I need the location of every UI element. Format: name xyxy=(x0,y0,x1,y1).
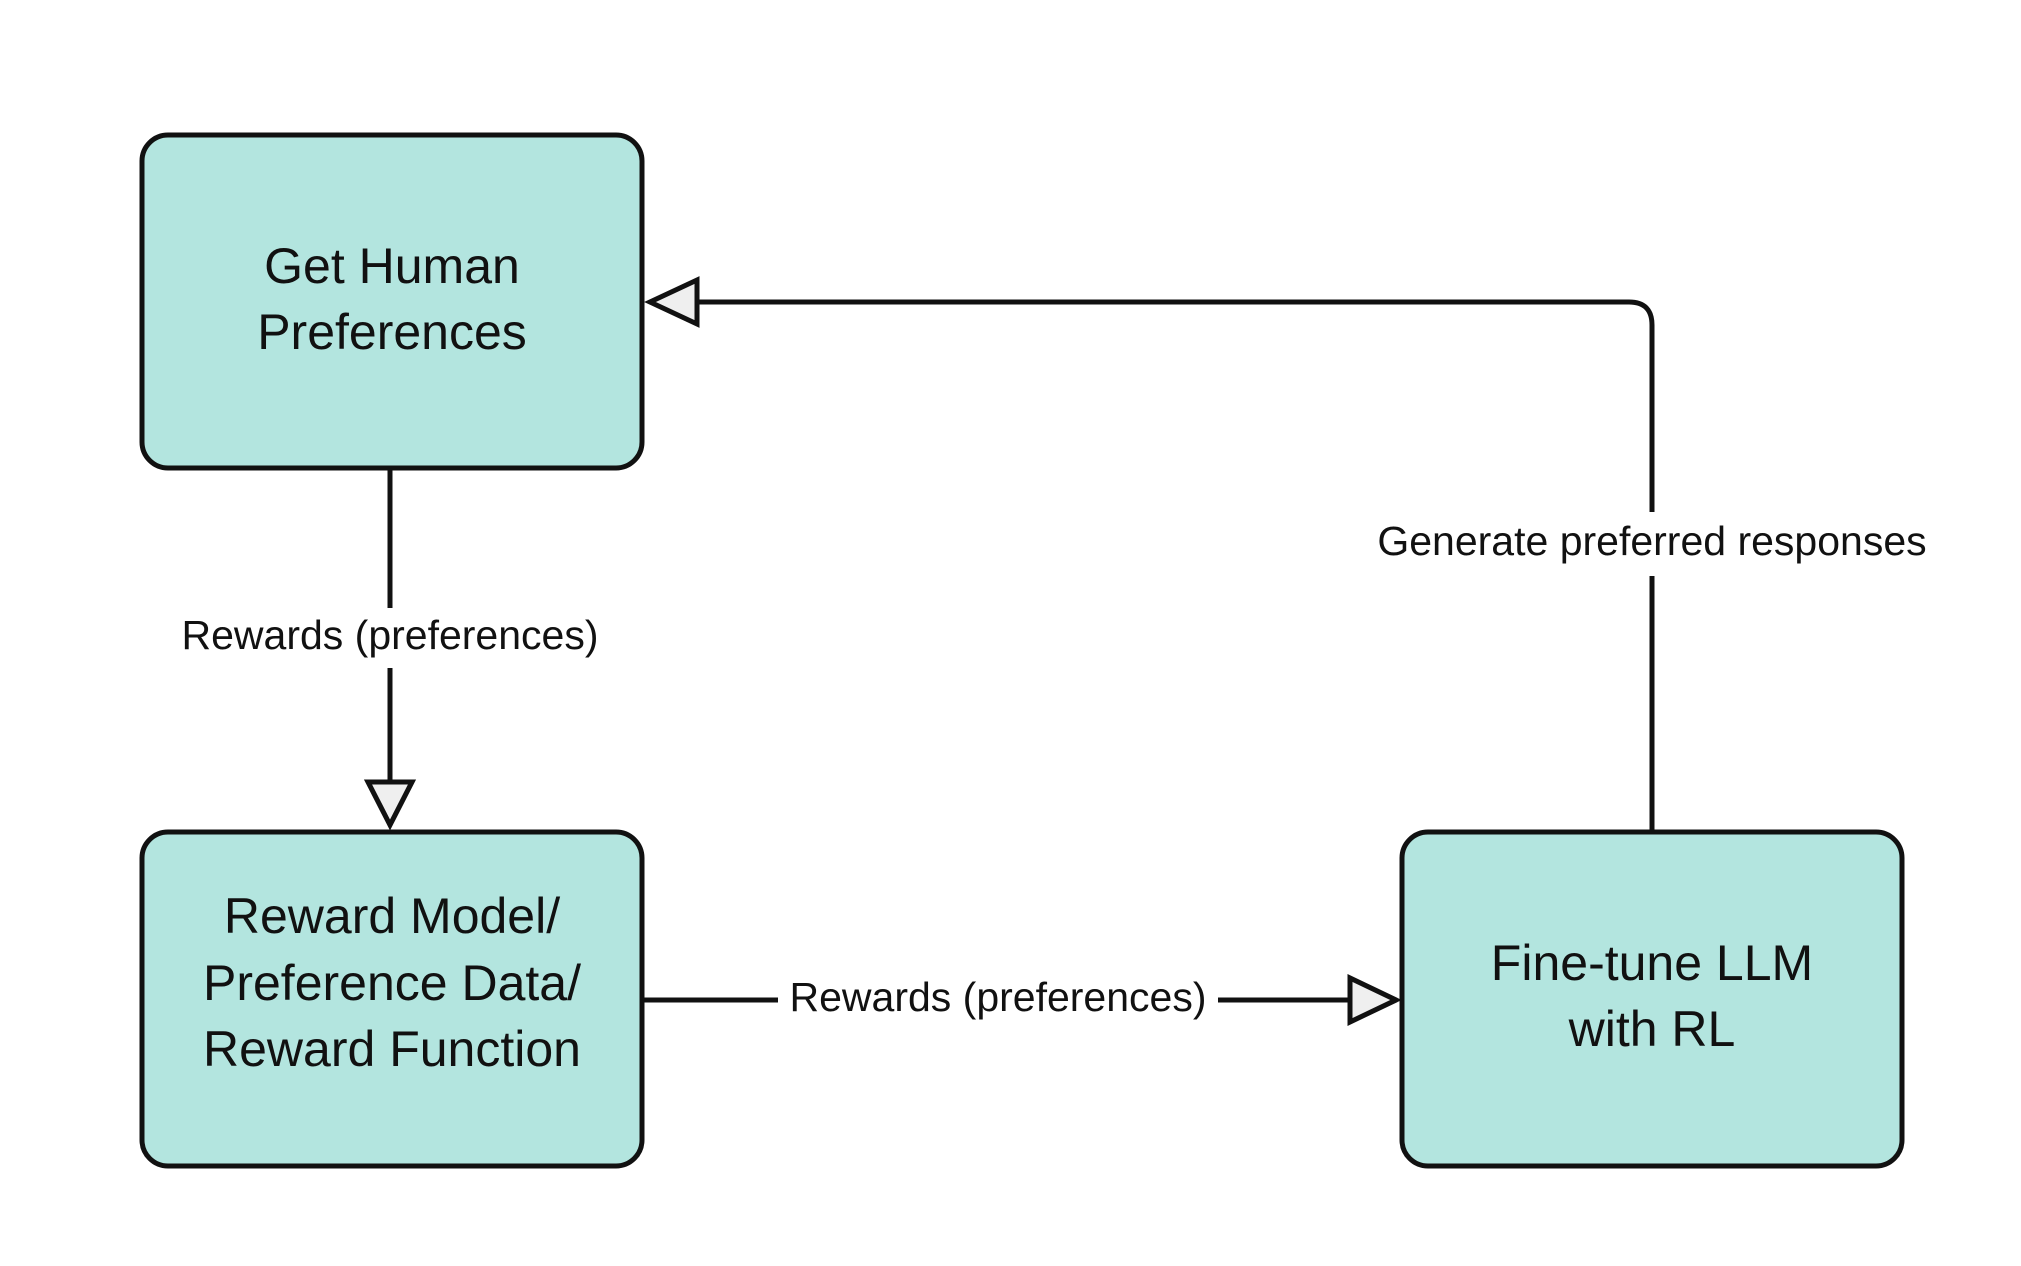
node-fine-tune-llm-box xyxy=(1399,829,1905,1169)
node-get-human-preferences-box xyxy=(139,132,645,471)
arrow-down-head xyxy=(363,779,417,831)
edge-finetune-to-human-line xyxy=(697,299,1655,832)
node-reward-model-line-1: Reward Model/ xyxy=(224,888,560,944)
edge-human-to-reward-label: Rewards (preferences) xyxy=(182,612,599,658)
node-fine-tune-llm-line-2: with RL xyxy=(1568,1001,1736,1057)
edge-finetune-to-human-label-bg xyxy=(1360,512,1944,576)
edge-finetune-to-human-label: Generate preferred responses xyxy=(1377,518,1926,564)
edge-reward-to-finetune-label-bg xyxy=(778,970,1218,1030)
node-reward-model[interactable]: Reward Model/ Preference Data/ Reward Fu… xyxy=(139,829,645,1169)
node-fine-tune-llm[interactable]: Fine-tune LLM with RL xyxy=(1399,829,1905,1169)
node-get-human-preferences-line-1: Get Human xyxy=(264,238,520,294)
node-get-human-preferences[interactable]: Get Human Preferences xyxy=(139,132,645,471)
node-reward-model-box xyxy=(139,829,645,1169)
node-fine-tune-llm-line-1: Fine-tune LLM xyxy=(1491,935,1813,991)
node-get-human-preferences-line-2: Preferences xyxy=(257,304,527,360)
edge-human-to-reward: Rewards (preferences) xyxy=(178,468,602,831)
edge-reward-to-finetune-label: Rewards (preferences) xyxy=(790,974,1207,1020)
node-reward-model-line-2: Preference Data/ xyxy=(203,955,581,1011)
edge-finetune-to-human: Generate preferred responses xyxy=(644,276,1944,832)
node-reward-model-line-3: Reward Function xyxy=(203,1021,581,1077)
arrow-right-head xyxy=(1347,974,1402,1026)
arrow-left-head xyxy=(644,276,700,328)
edge-human-to-reward-label-bg xyxy=(178,608,602,668)
edge-reward-to-finetune: Rewards (preferences) xyxy=(640,970,1402,1030)
